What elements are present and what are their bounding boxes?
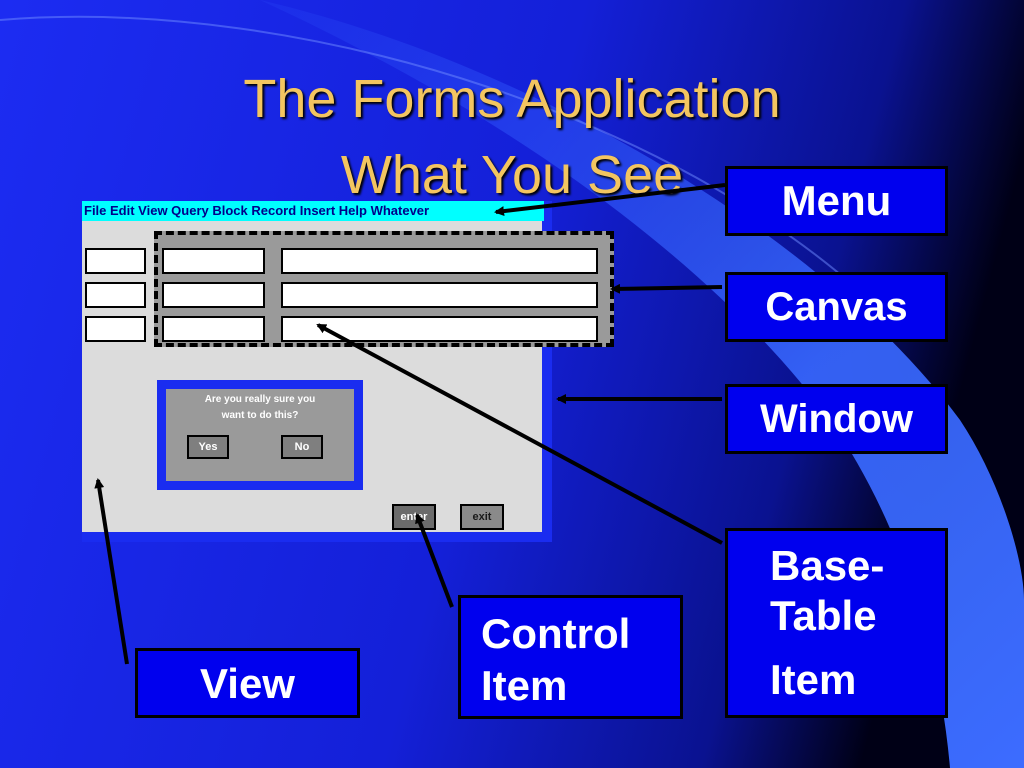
- canvas-callout: Canvas: [725, 272, 948, 342]
- slide-title-line1: The Forms Application: [243, 69, 781, 129]
- base-table-field[interactable]: [281, 282, 598, 308]
- base-table-field[interactable]: [281, 316, 598, 342]
- text-field[interactable]: [85, 248, 146, 274]
- base-table-callout-line1: Base-: [770, 542, 885, 589]
- text-field[interactable]: [85, 282, 146, 308]
- base-table-callout-line2: Table: [770, 592, 877, 639]
- arrow-base-table: [316, 323, 723, 545]
- base-table-field[interactable]: [162, 282, 265, 308]
- base-table-field[interactable]: [162, 248, 265, 274]
- slide-title-line2: What You See: [340, 145, 684, 205]
- view-callout-label: View: [200, 660, 295, 707]
- base-table-field[interactable]: [281, 248, 598, 274]
- menu-callout-label: Menu: [781, 177, 892, 224]
- dialog-message-line1: Are you really sure you: [204, 394, 316, 405]
- no-button[interactable]: No: [281, 435, 323, 459]
- confirm-dialog: Are you really sure you want to do this?…: [157, 380, 363, 490]
- canvas-callout-label: Canvas: [765, 285, 908, 329]
- arrow-view: [94, 478, 129, 665]
- arrow-canvas: [610, 283, 723, 294]
- menu-bar[interactable]: File Edit View Query Block Record Insert…: [82, 201, 544, 221]
- window-callout: Window: [725, 384, 948, 454]
- view-area: Are you really sure you want to do this?…: [82, 221, 614, 532]
- forms-window-mockup: File Edit View Query Block Record Insert…: [82, 201, 614, 542]
- arrow-control: [415, 513, 454, 608]
- control-callout-line2: Item: [481, 662, 568, 709]
- control-item-callout: Control Item: [458, 595, 683, 719]
- base-table-field[interactable]: [162, 316, 265, 342]
- menu-callout: Menu: [725, 166, 948, 236]
- view-callout: View: [135, 648, 360, 718]
- text-field[interactable]: [85, 316, 146, 342]
- control-callout-line1: Control: [481, 610, 631, 657]
- arrow-menu: [494, 183, 726, 217]
- base-table-callout-line3: Item: [770, 656, 857, 703]
- window-callout-label: Window: [760, 397, 913, 441]
- enter-button[interactable]: enter: [392, 504, 436, 530]
- exit-button[interactable]: exit: [460, 504, 504, 530]
- dialog-message: Are you really sure you want to do this?: [166, 392, 354, 424]
- dialog-message-line2: want to do this?: [221, 410, 299, 421]
- yes-button[interactable]: Yes: [187, 435, 229, 459]
- base-table-item-callout: Base- Table Item: [725, 528, 948, 718]
